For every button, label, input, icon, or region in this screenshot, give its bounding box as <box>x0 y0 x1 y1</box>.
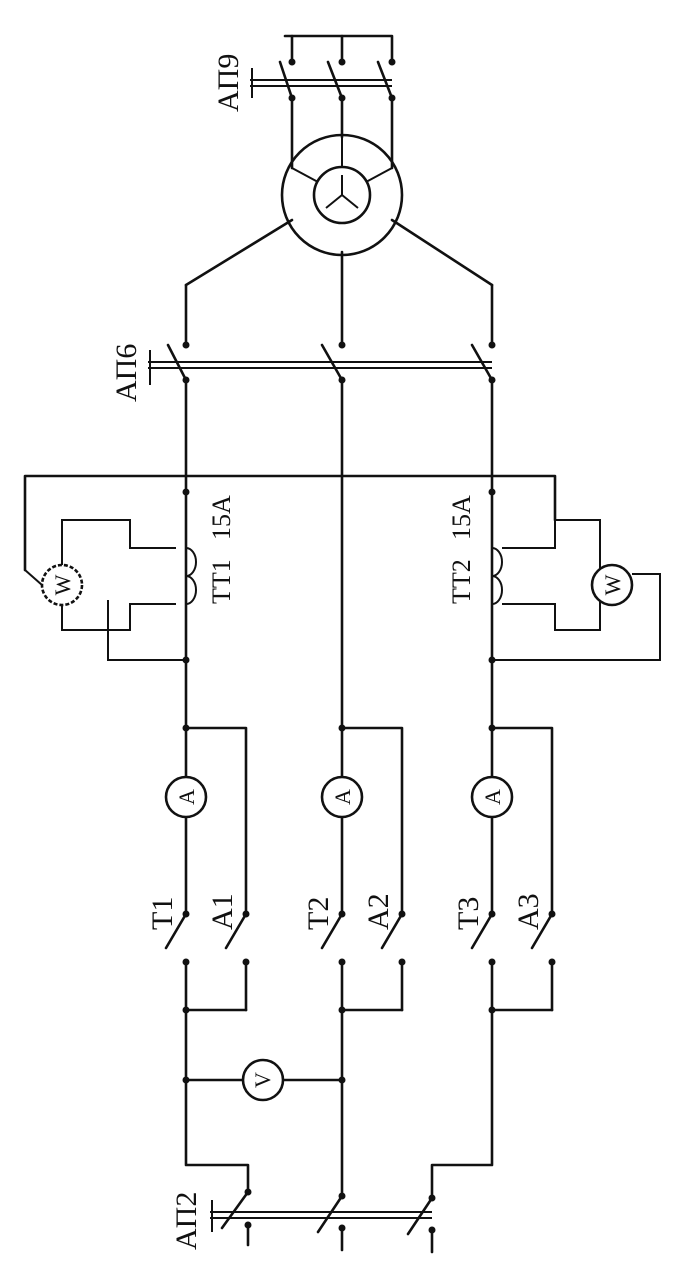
switch-t3-label: Т3 <box>452 897 485 930</box>
motor-breaker-label: АП9 <box>212 54 245 112</box>
ct2-name: ТТ2 <box>447 559 476 604</box>
phase-wiring-lower <box>182 960 554 1200</box>
switch-t1-label: Т1 <box>146 897 179 930</box>
metering-section: ТТ1 15А W ТТ2 15А W <box>23 378 661 730</box>
switch-a2-label: А2 <box>362 893 395 930</box>
ct1-rating: 15А <box>207 495 236 540</box>
middle-breaker-label: АП6 <box>110 344 143 402</box>
current-transformer-2: ТТ2 15А <box>447 495 601 631</box>
input-breaker: АП2 <box>170 1188 436 1254</box>
wattmeter-1-label: W <box>50 574 75 595</box>
motor-breaker: АП9 <box>212 34 396 112</box>
voltmeter: V <box>241 1058 285 1102</box>
ammeter-3-label: A <box>480 789 505 805</box>
ammeter-1: A <box>164 775 208 819</box>
switch-group: Т1 А1 Т2 А2 Т3 А3 <box>146 893 556 966</box>
ct2-rating: 15А <box>447 495 476 540</box>
ct1-name: ТТ1 <box>207 559 236 604</box>
switch-a3-label: А3 <box>512 893 545 930</box>
voltmeter-label: V <box>250 1072 275 1088</box>
input-breaker-label: АП2 <box>170 1192 203 1250</box>
ammeter-section: A A A <box>164 724 554 916</box>
ammeter-1-label: A <box>174 789 199 805</box>
ammeter-2-label: A <box>330 789 355 805</box>
wattmeter-2-label: W <box>600 574 625 595</box>
motor <box>184 94 494 347</box>
ammeter-3: A <box>470 775 514 819</box>
wattmeter-2: W <box>590 563 634 607</box>
switch-a1-label: А1 <box>206 893 239 930</box>
wattmeter-1: W <box>24 563 84 607</box>
ammeter-2: A <box>320 775 364 819</box>
switch-t2-label: Т2 <box>302 897 335 930</box>
middle-breaker: АП6 <box>110 341 496 402</box>
current-transformer-1: ТТ1 15А <box>61 495 236 631</box>
